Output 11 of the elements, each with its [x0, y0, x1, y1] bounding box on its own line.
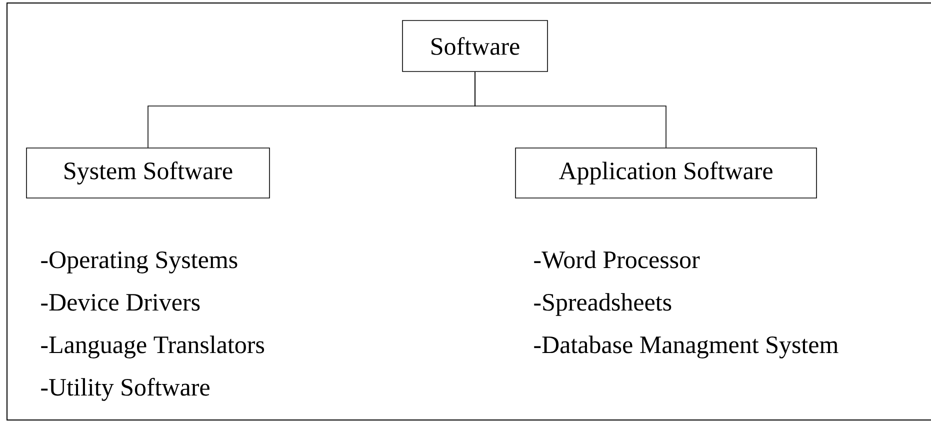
- category-box: Software: [402, 20, 548, 72]
- category-box: System Software: [26, 148, 270, 198]
- connector-line: [474, 72, 666, 148]
- list-item: -Spreadsheets: [534, 293, 672, 316]
- list-item: -Utility Software: [41, 378, 210, 401]
- list-item: -Database Managment System: [534, 336, 838, 358]
- category-box: Application Software: [515, 148, 817, 198]
- list-item: -Device Drivers: [41, 294, 200, 311]
- list-item: -Language Translators: [41, 336, 264, 358]
- list-item: -Operating Systems: [41, 251, 238, 274]
- list-item: -Word Processor: [534, 250, 700, 268]
